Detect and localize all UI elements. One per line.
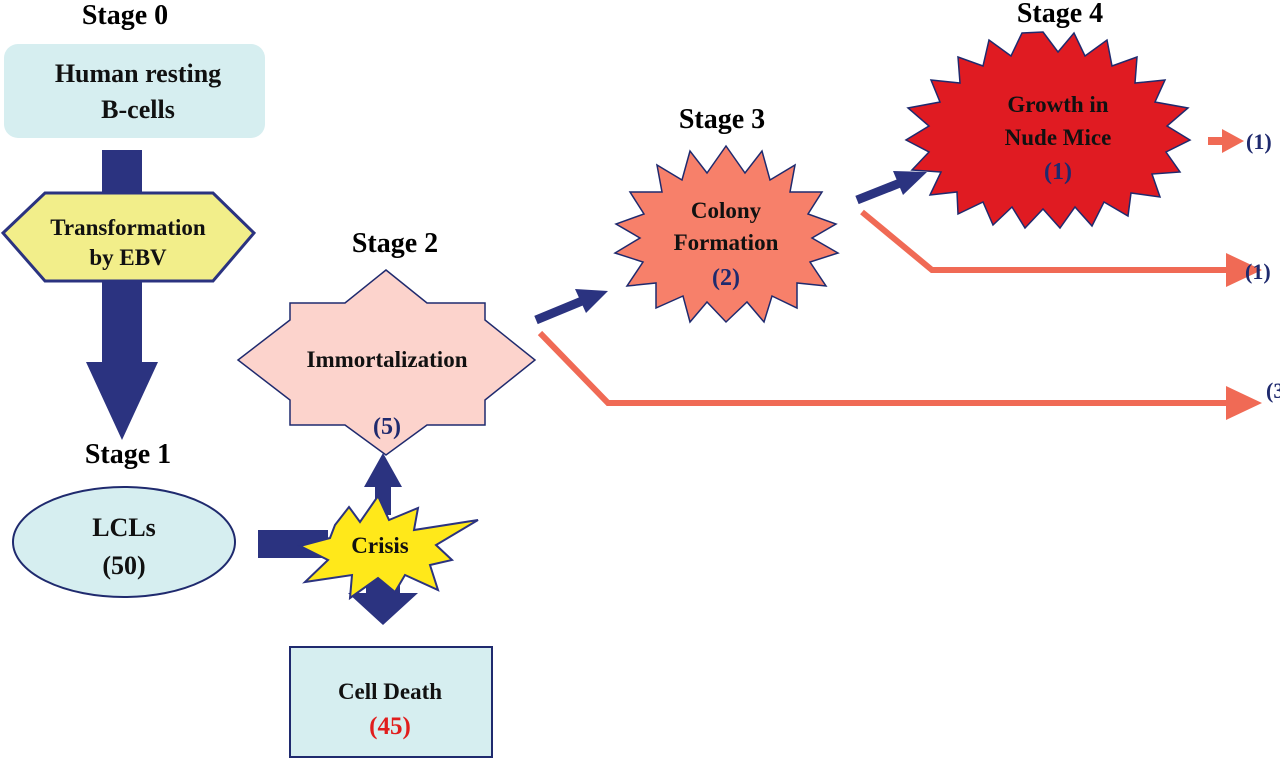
colony-formation-starburst <box>613 144 840 324</box>
stage-0-title: Stage 0 <box>82 0 168 31</box>
transformation-label-line2: by EBV <box>89 245 167 270</box>
cell-death-box <box>289 646 493 758</box>
colony-to-nude-mice-arrow-shaft <box>855 178 902 205</box>
colony-formation-count: (2) <box>712 265 740 291</box>
resting-bcells-label-line2: B-cells <box>101 95 175 124</box>
crisis-starburst <box>297 493 479 601</box>
outcome-immortalization-count: (3) <box>1266 378 1280 403</box>
crisis-label: Crisis <box>351 533 409 558</box>
colony-outcome-arrow <box>860 209 1232 273</box>
nude-mice-label-line2: Nude Mice <box>1005 125 1112 150</box>
nude-mice-count: (1) <box>1044 159 1072 185</box>
outcome-nude-mice-count: (1) <box>1246 129 1272 154</box>
nude-mice-starburst <box>904 31 1192 230</box>
colony-outcome-arrow-head <box>1226 253 1262 287</box>
nude-mice-label-line1: Growth in <box>1007 92 1108 117</box>
immortalization-star <box>236 269 537 456</box>
crisis-down-arrow <box>348 568 418 625</box>
lcls-label: LCLs <box>92 513 156 542</box>
cell-death-count: (45) <box>369 713 411 740</box>
colony-to-nude-mice-arrow-head <box>893 171 927 195</box>
stage-4-title: Stage 4 <box>1017 0 1103 29</box>
immortalization-label: Immortalization <box>307 347 468 372</box>
stage-2-title: Stage 2 <box>352 228 438 259</box>
immortalization-to-colony-arrow-head <box>575 289 608 313</box>
stage-3-title: Stage 3 <box>679 104 765 135</box>
immortalization-outcome-arrow <box>537 330 1232 406</box>
crisis-up-arrow <box>364 453 402 515</box>
resting-bcells-box <box>4 44 265 138</box>
resting-bcells-label-line1: Human resting <box>55 59 221 88</box>
stage-1-title: Stage 1 <box>85 439 171 470</box>
transformation-label-line1: Transformation <box>50 215 206 240</box>
colony-formation-label-line1: Colony <box>691 198 762 223</box>
lcls-ellipse <box>12 486 236 598</box>
transformation-hexagon <box>0 191 257 283</box>
nude-mice-outcome-arrow-head <box>1222 129 1244 153</box>
immortalization-to-colony-arrow-shaft <box>534 296 584 325</box>
outcome-colony-count: (1) <box>1245 259 1271 284</box>
immortalization-count: (5) <box>373 414 401 440</box>
cell-death-label: Cell Death <box>338 679 442 704</box>
lcls-count: (50) <box>102 551 145 580</box>
colony-formation-label-line2: Formation <box>674 230 779 255</box>
immortalization-outcome-arrow-head <box>1226 386 1262 420</box>
